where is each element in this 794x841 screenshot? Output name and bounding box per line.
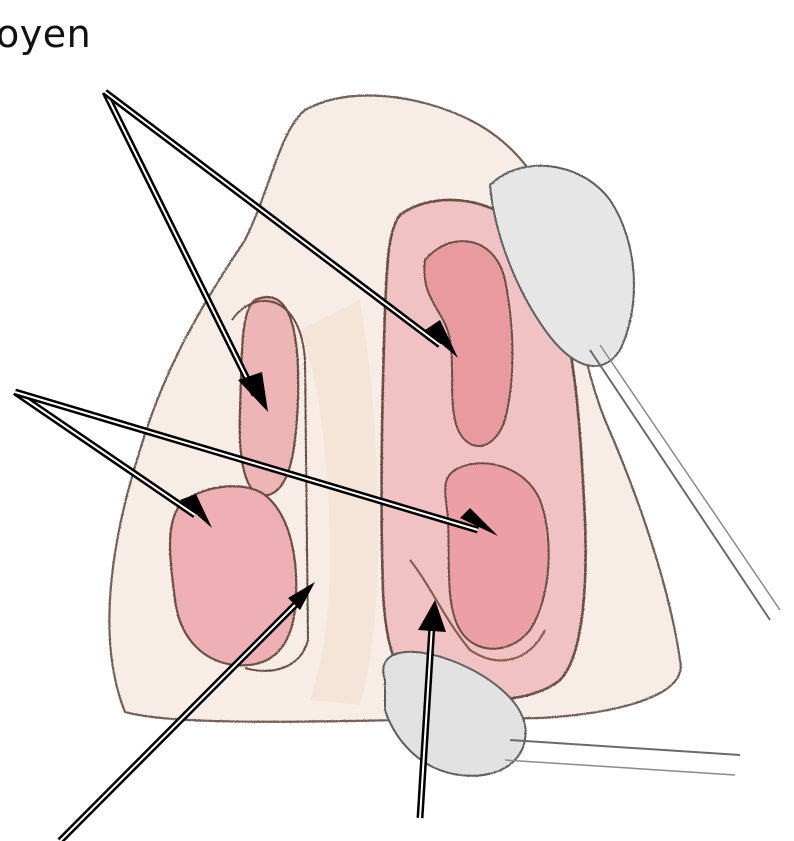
label-top-cropped: oyen — [0, 12, 91, 56]
lower-retractor-handle-edge — [505, 760, 735, 775]
right-nostril-lower-lobe — [445, 463, 549, 649]
lower-retractor-handle — [510, 740, 740, 755]
